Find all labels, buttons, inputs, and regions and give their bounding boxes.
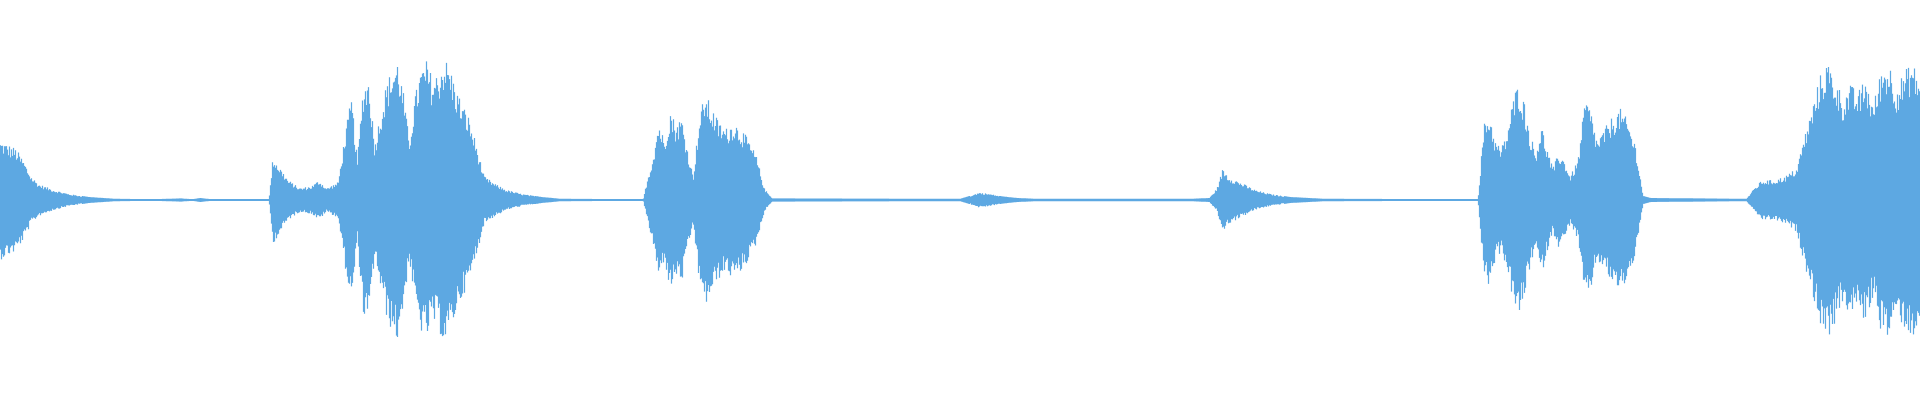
waveform-bars <box>0 61 1920 337</box>
waveform-path <box>0 61 1920 337</box>
